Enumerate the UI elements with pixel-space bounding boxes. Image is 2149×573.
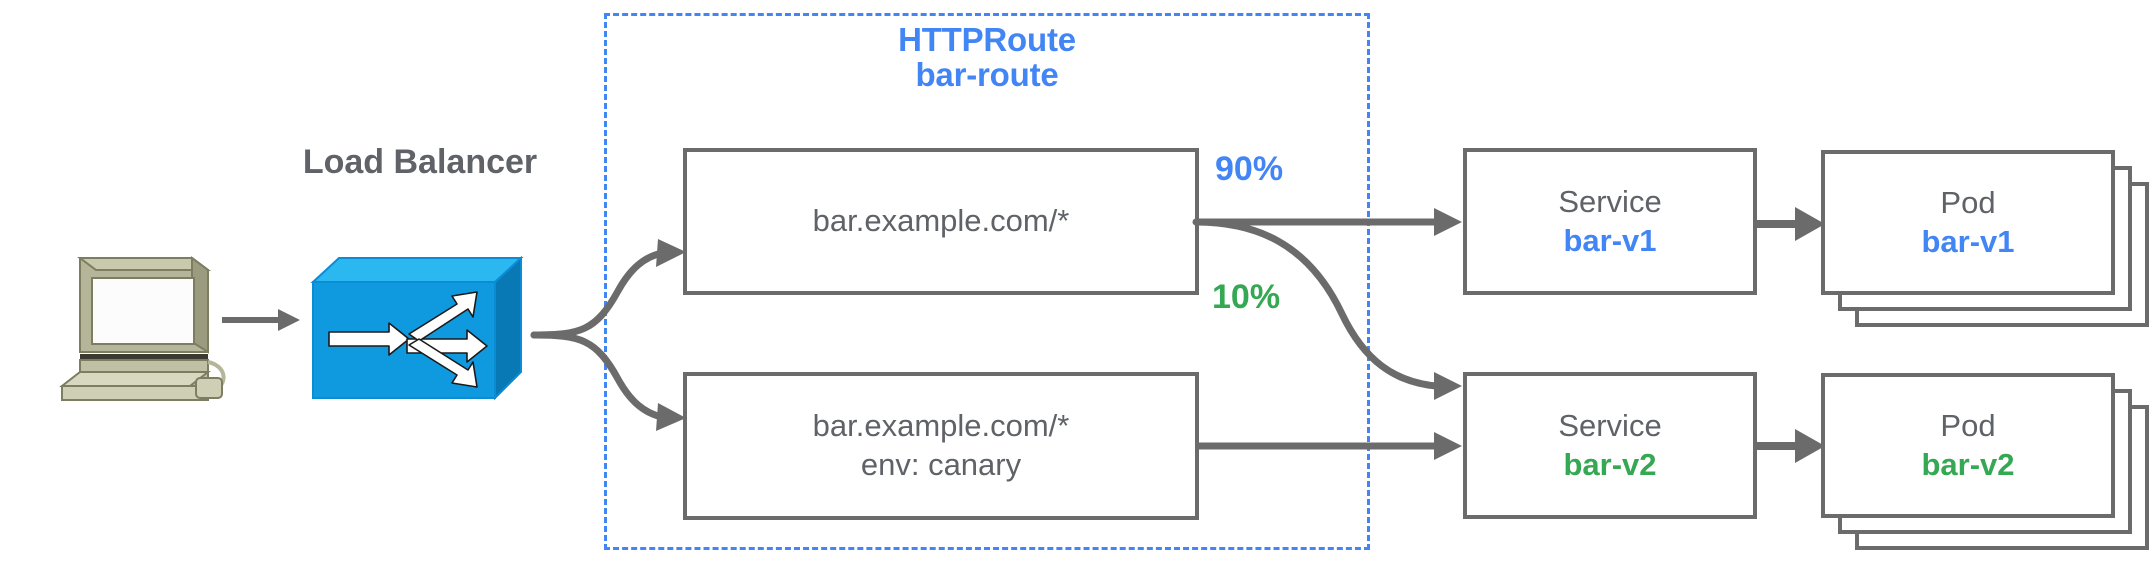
httproute-kind: HTTPRoute: [898, 21, 1076, 58]
desktop-computer-icon: [59, 256, 226, 401]
client-computer: [40, 250, 230, 410]
arrow-match2-to-svc2: [1196, 372, 1466, 522]
load-balancer-icon-wrap: [297, 252, 537, 407]
pod-name-1: bar-v1: [1921, 223, 2015, 259]
route-match-2-line-2: env: canary: [860, 447, 1022, 482]
route-match-box-1[interactable]: bar.example.com/*: [683, 148, 1199, 295]
pod-name-2: bar-v2: [1921, 446, 2015, 482]
arrow-client-to-lb: [222, 305, 302, 335]
arrow-svc1-to-pod1: [1757, 203, 1827, 245]
route-match-box-2[interactable]: bar.example.com/* env: canary: [683, 372, 1199, 520]
route-match-1-line-1: bar.example.com/*: [812, 203, 1070, 239]
arrows-lb-to-matches: [530, 165, 694, 505]
service-kind-2: Service: [1558, 407, 1662, 443]
load-balancer-switch-icon: [310, 255, 524, 401]
weight-label-90: 90%: [1215, 150, 1284, 188]
service-box-bar-v2[interactable]: Service bar-v2: [1463, 372, 1757, 519]
pod-kind-2: Pod: [1940, 407, 1996, 443]
arrows-match1-split: [1192, 196, 1466, 446]
httproute-title: HTTPRoute bar-route: [604, 22, 1370, 93]
service-name-2: bar-v2: [1563, 446, 1657, 482]
httproute-group: [604, 13, 1370, 550]
service-name-1: bar-v1: [1563, 222, 1657, 258]
pod-kind-1: Pod: [1940, 184, 1996, 220]
service-box-bar-v1[interactable]: Service bar-v1: [1463, 148, 1757, 295]
weight-label-10: 10%: [1212, 278, 1281, 316]
route-match-2-line-1: bar.example.com/*: [812, 408, 1070, 444]
load-balancer-label: Load Balancer: [302, 143, 538, 181]
arrow-svc2-to-pod2: [1757, 425, 1827, 467]
pod-box-bar-v2[interactable]: Pod bar-v2: [1821, 373, 2115, 518]
pod-box-bar-v1[interactable]: Pod bar-v1: [1821, 150, 2115, 295]
service-kind-1: Service: [1558, 183, 1662, 219]
httproute-name: bar-route: [915, 56, 1059, 94]
